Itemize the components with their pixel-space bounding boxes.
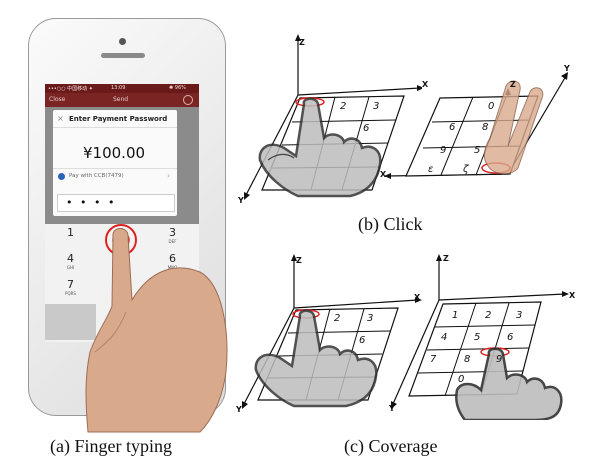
info-icon[interactable] xyxy=(183,95,193,105)
dialog-divider-2 xyxy=(53,168,177,169)
payment-dialog: × Enter Payment Password ¥100.00 Pay wit… xyxy=(53,110,177,216)
axis-y-label-c2: Y xyxy=(389,404,395,413)
c2-key-4: 4 xyxy=(441,332,448,343)
axis-z-label-b2: Z xyxy=(510,80,516,89)
b2-key-5: 5 xyxy=(474,145,481,156)
phone-speaker xyxy=(101,53,145,58)
c2-key-6: 6 xyxy=(507,332,514,343)
b2-key-3-rot: ε xyxy=(428,164,434,175)
chevron-right-icon: › xyxy=(167,171,171,180)
caption-c: (c) Coverage xyxy=(344,436,438,456)
b2-key-6: 6 xyxy=(449,122,456,133)
c2-key-2: 2 xyxy=(485,310,492,321)
caption-b: (b) Click xyxy=(358,214,423,234)
b2-key-0: 0 xyxy=(488,101,495,112)
axis-y-label-b2: Y xyxy=(564,64,570,73)
b2-key-8: 8 xyxy=(482,122,489,133)
hand-icon xyxy=(85,228,228,433)
b1-key-3: 3 xyxy=(373,101,380,112)
axis-x-label-c2: X xyxy=(569,291,576,300)
hand-crease xyxy=(94,311,127,353)
finger-overlay xyxy=(85,224,228,433)
c2-key-3: 3 xyxy=(516,310,523,321)
diagram-coverage-right xyxy=(391,254,569,420)
b2-key-9: 9 xyxy=(440,145,447,156)
axis-z-label-c2: Z xyxy=(443,254,449,263)
payment-amount: ¥100.00 xyxy=(83,144,146,162)
dialog-close-icon[interactable]: × xyxy=(57,114,64,123)
diagram-coverage-left xyxy=(242,254,422,409)
axis-x-label-b1: X xyxy=(422,80,429,89)
b2-key-2-rot: ζ xyxy=(463,164,469,175)
b1-key-6: 6 xyxy=(363,123,370,134)
carrier-text: •••○○ 中国移动 ✦ xyxy=(48,86,93,92)
phone-front-camera xyxy=(119,38,126,45)
axis-z-label-b1: Z xyxy=(299,38,305,47)
c1-key-3: 3 xyxy=(367,313,374,324)
diagram-click-left xyxy=(244,34,422,200)
bank-icon xyxy=(58,173,65,180)
pay-with-text[interactable]: Pay with CCB(7479) xyxy=(69,173,124,179)
axis-x-label-b2: X xyxy=(380,170,387,179)
axis-y-label-c1: Y xyxy=(236,405,242,414)
axis-z-label-c1: Z xyxy=(296,256,302,265)
battery-text: ✺ 96% xyxy=(169,85,186,91)
password-field[interactable]: • • • • xyxy=(57,194,175,212)
status-time: 13:09 xyxy=(111,85,126,91)
axis-x-label-c1: X xyxy=(414,293,421,302)
status-bar: •••○○ 中国移动 ✦ 13:09 ✺ 96% xyxy=(45,84,199,93)
caption-a: (a) Finger typing xyxy=(50,436,172,456)
c1-key-6: 6 xyxy=(359,335,366,346)
nav-bar: Close Send xyxy=(45,93,199,107)
key-blank xyxy=(45,304,96,340)
c2-key-9: 9 xyxy=(496,354,503,365)
close-button[interactable]: Close xyxy=(49,96,66,103)
c1-key-2: 2 xyxy=(334,313,341,324)
c2-key-8: 8 xyxy=(464,354,471,365)
c2-key-5: 5 xyxy=(474,332,481,343)
b1-key-2: 2 xyxy=(340,101,347,112)
c2-key-1: 1 xyxy=(452,310,459,321)
dialog-divider xyxy=(53,127,177,128)
c2-key-7: 7 xyxy=(430,354,437,365)
c2-key-0: 0 xyxy=(458,374,465,385)
axis-y-label-b1: Y xyxy=(238,196,244,205)
password-dots: • • • • xyxy=(66,196,117,209)
dialog-title: Enter Payment Password xyxy=(69,115,168,123)
key-1[interactable]: 1 xyxy=(67,226,74,239)
nav-title: Send xyxy=(113,96,129,103)
diagram-click-right xyxy=(384,72,568,179)
